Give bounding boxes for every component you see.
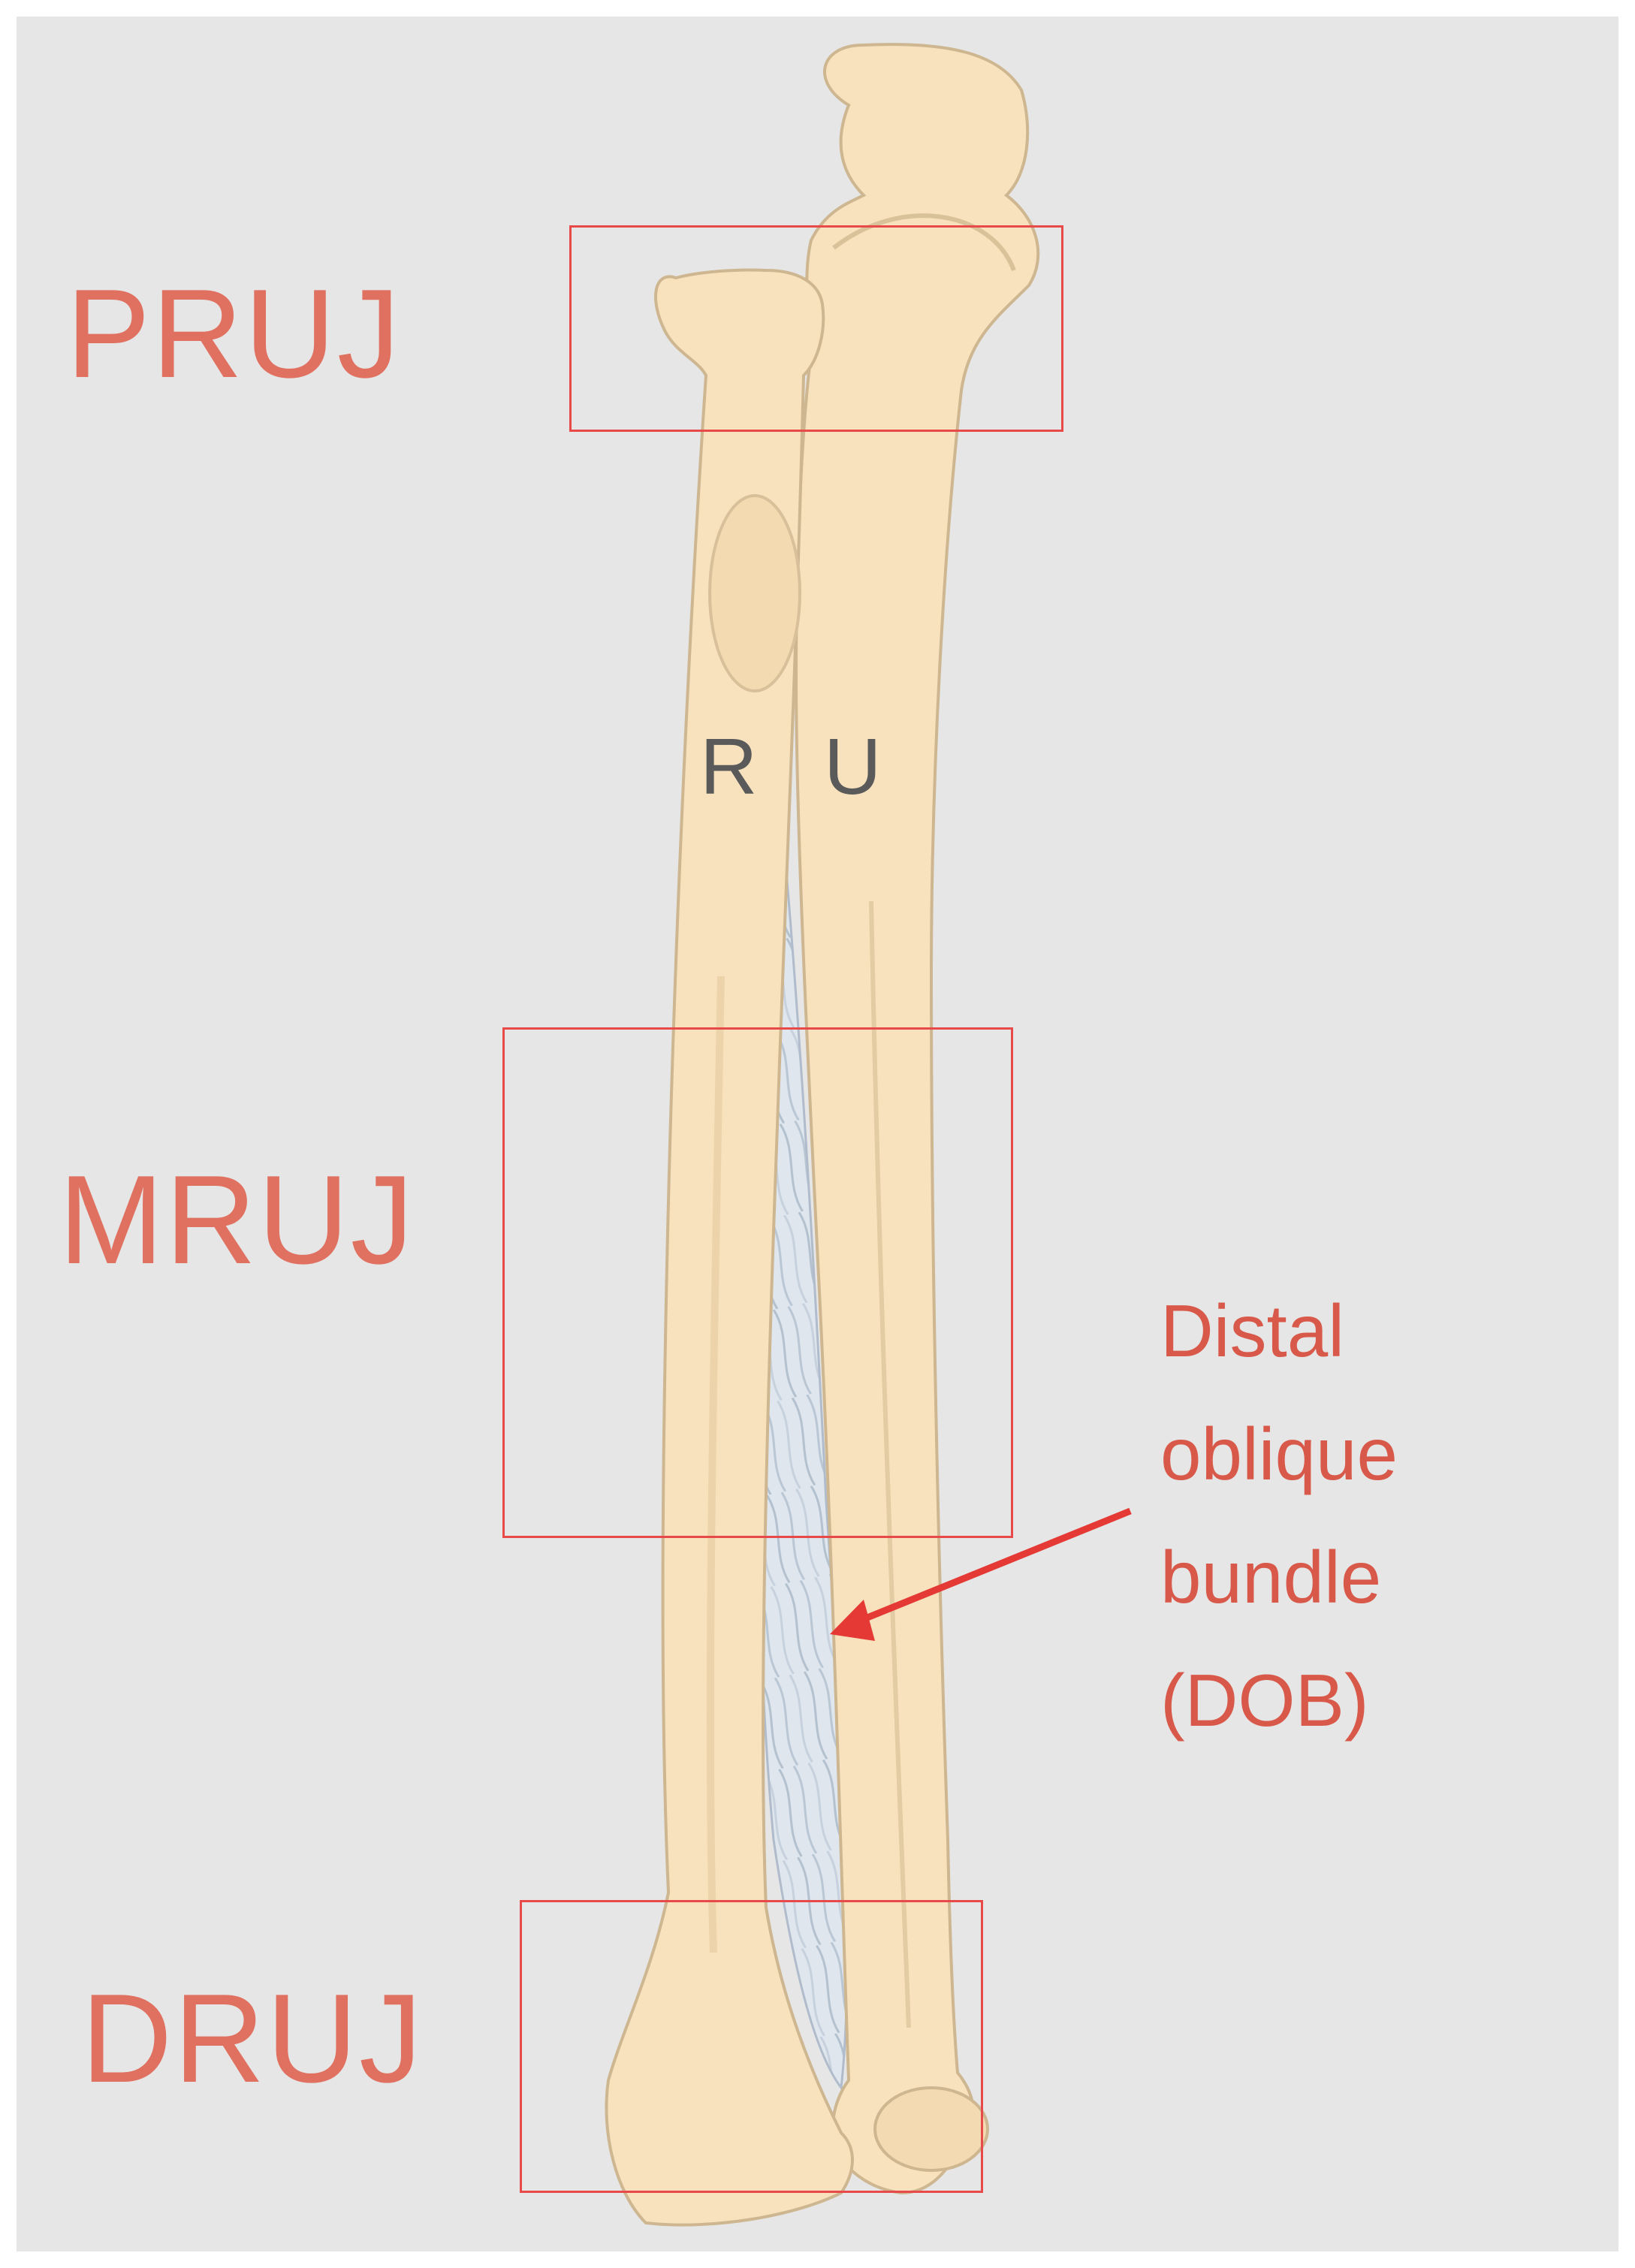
dob-annotation-line-4: (DOB) [1160, 1659, 1369, 1742]
mruj-label: MRUJ [59, 1149, 415, 1290]
dob-annotation: Distal oblique bundle (DOB) [1160, 1269, 1398, 1762]
dob-annotation-line-1: Distal [1160, 1289, 1345, 1372]
dob-annotation-line-3: bundle [1160, 1536, 1382, 1618]
radius-bone [605, 268, 854, 2227]
dob-annotation-line-2: oblique [1160, 1413, 1398, 1495]
mruj-region-box [502, 1027, 1013, 1538]
pruj-label: PRUJ [66, 263, 402, 404]
ulna-bone [794, 43, 1040, 2195]
radius-label: R [700, 722, 758, 811]
druj-region-box [520, 1900, 983, 2193]
pruj-region-box [569, 225, 1063, 432]
dob-arrow [830, 1507, 1132, 1641]
druj-label: DRUJ [81, 1968, 424, 2109]
ulna-label: U [824, 722, 882, 811]
